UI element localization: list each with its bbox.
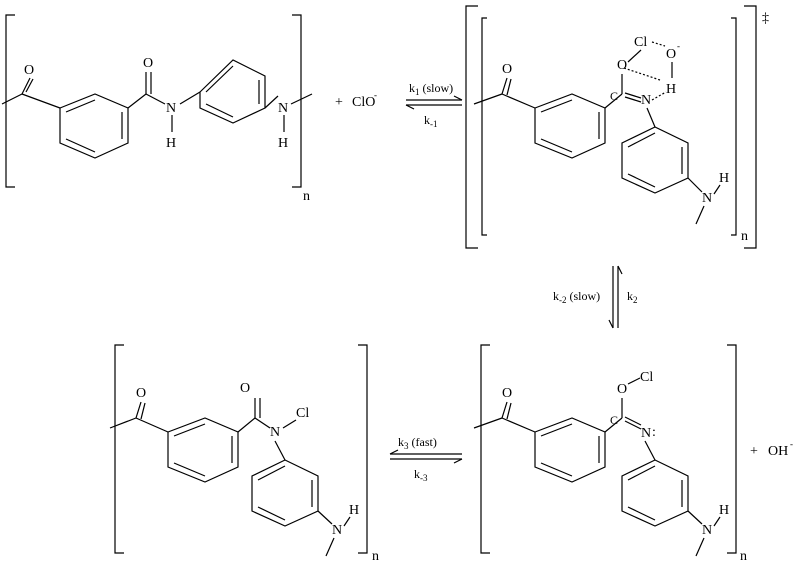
equilibrium-arrow-step3 (389, 449, 463, 464)
left-bracket (5, 14, 15, 188)
repeat-index: n (740, 549, 747, 564)
chlorine-atom: Cl (634, 35, 647, 50)
polymer-bond (1, 93, 23, 105)
benzene-ring (199, 59, 266, 124)
right-bracket (358, 344, 368, 554)
hydroxide-charge: - (790, 439, 793, 449)
repeat-index: n (303, 189, 310, 204)
hypochlorite-charge: - (374, 90, 377, 100)
plus-sign: + (750, 444, 758, 459)
k2-label: k2 (627, 289, 638, 305)
left-bracket (114, 344, 124, 554)
amine-hydrogen: H (278, 136, 288, 151)
o-chloro-imidate-structure: n O C O Cl N : N H (473, 344, 747, 564)
imidate-oxygen: O (617, 58, 627, 73)
inner-left-bracket (481, 17, 487, 236)
imidate-oxygen: O (617, 382, 627, 397)
benzene-ring (167, 417, 239, 483)
imidate-carbon-label: C (610, 413, 618, 427)
chlorine-atom: Cl (296, 406, 309, 421)
benzene-ring (59, 93, 129, 159)
amide-nitrogen: N (166, 101, 176, 116)
equilibrium-arrow-step1 (405, 95, 463, 110)
k3-label: k3(fast) (398, 435, 437, 451)
carbonyl-oxygen: O (136, 386, 146, 401)
left-bracket (480, 344, 490, 554)
amine-nitrogen: N (702, 523, 712, 538)
amine-hydrogen: H (719, 503, 729, 518)
benzene-ring (251, 459, 319, 527)
amide-oxygen: O (143, 56, 153, 71)
lone-pair: : (652, 425, 656, 440)
k1-label: k1(slow) (409, 81, 453, 97)
amine-hydrogen: H (349, 503, 359, 518)
benzene-ring (534, 93, 606, 159)
double-dagger: ‡ (762, 11, 769, 26)
amide-hydrogen: H (166, 136, 176, 151)
hydroxide-oxygen: O (666, 47, 676, 62)
right-bracket (292, 14, 302, 188)
transition-state-structure: ‡ n O C O Cl O - H N N H (465, 5, 769, 249)
hydroxide-hydrogen: H (666, 82, 676, 97)
amide-nitrogen: N (270, 425, 280, 440)
amine-hydrogen: H (719, 171, 729, 186)
n-chloroamide-structure: n O O N Cl N H (109, 344, 379, 564)
amine-nitrogen: N (332, 523, 342, 538)
benzene-ring (621, 126, 689, 194)
inner-right-bracket (731, 17, 737, 236)
k-3-label: k-3 (414, 467, 428, 483)
benzene-ring (621, 459, 689, 527)
amine-nitrogen: N (278, 101, 288, 116)
amine-nitrogen: N (702, 191, 712, 206)
k-1-label: k-1 (424, 113, 438, 129)
chlorine-atom: Cl (640, 370, 653, 385)
hydroxide-charge: - (677, 41, 680, 51)
imine-nitrogen: N (641, 93, 651, 108)
polyamide-repeat-unit: O O N H N H n (1, 14, 313, 204)
right-bracket (727, 344, 737, 554)
plus-sign: + (335, 95, 343, 110)
carbonyl-oxygen: O (24, 63, 34, 78)
carbonyl-oxygen: O (502, 386, 512, 401)
outer-left-bracket (465, 5, 478, 249)
repeat-index: n (372, 549, 379, 564)
benzene-ring (534, 417, 606, 483)
repeat-index: n (741, 229, 748, 244)
imidate-carbon-label: C (610, 89, 618, 103)
outer-right-bracket (744, 5, 757, 249)
k-2-label: k-2(slow) (553, 289, 600, 305)
equilibrium-arrow-step2 (608, 265, 623, 329)
amide-oxygen: O (240, 381, 250, 396)
hydroxide-label: OH (768, 444, 788, 459)
imine-nitrogen: N (641, 426, 651, 441)
hypochlorite-label: ClO (352, 95, 375, 110)
carbonyl-oxygen: O (502, 62, 512, 77)
